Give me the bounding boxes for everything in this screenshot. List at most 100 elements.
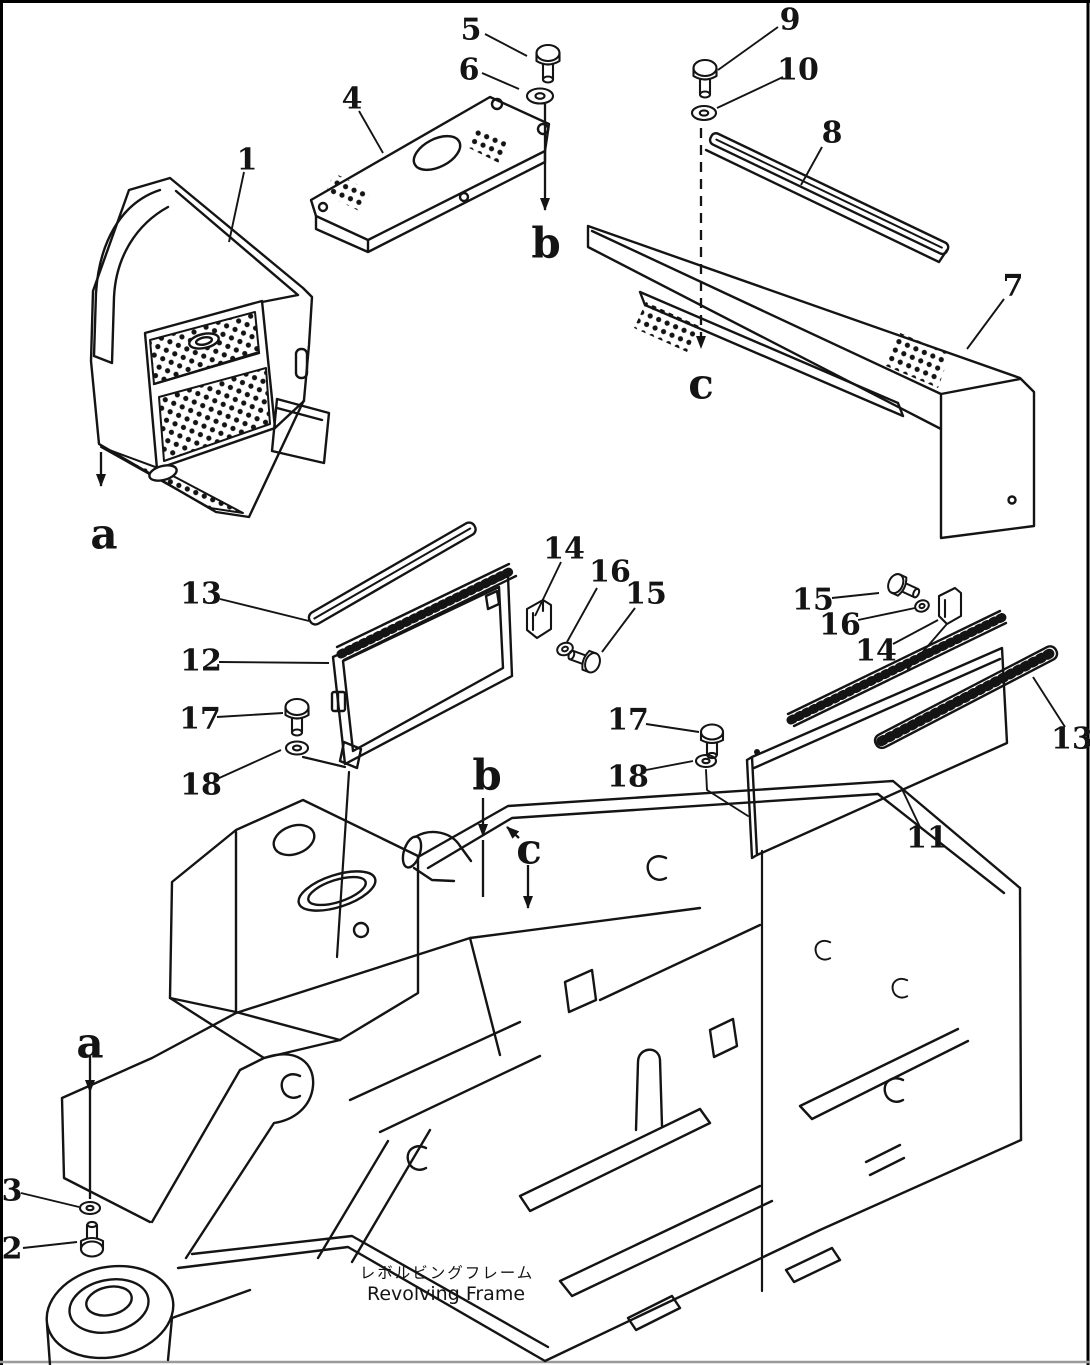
part-number: 17: [179, 702, 221, 737]
strip-13-left: [307, 521, 477, 626]
leader-line: [900, 786, 921, 828]
part-number: 6: [459, 53, 480, 88]
section-marker-a: a: [76, 1019, 104, 1199]
part-callout-7: 7: [966, 269, 1023, 350]
leader-line: [218, 661, 330, 664]
leader-line: [358, 110, 384, 154]
part-callout-8: 8: [800, 116, 842, 186]
leader-line: [645, 760, 694, 771]
part-callout-16: 16: [566, 555, 631, 643]
part-callout-15: 15: [601, 577, 667, 653]
part-number: 5: [461, 13, 482, 48]
section-marker-b: b: [472, 751, 502, 897]
section-arrow: [506, 826, 520, 839]
leader-line: [800, 146, 823, 186]
caption-english: Revolving Frame: [367, 1283, 525, 1305]
part-number: 13: [180, 577, 222, 612]
part-number: 2: [2, 1232, 23, 1267]
washer-10: [690, 104, 718, 122]
part-callout-17: 17: [179, 702, 284, 737]
leader-line: [484, 33, 528, 57]
part-callout-13: 13: [1032, 676, 1090, 757]
bracket-14-right: [937, 586, 963, 626]
part-callout-6: 6: [459, 53, 520, 90]
revolving-frame: [45, 779, 1023, 1365]
part-4-cover-plate: [309, 95, 551, 254]
leader-line: [1032, 676, 1066, 728]
elbow-detail: [401, 830, 473, 883]
part-number: 16: [819, 608, 861, 643]
section-letter: b: [531, 219, 560, 268]
part-number: 11: [906, 821, 948, 856]
leader-line: [216, 712, 284, 718]
section-letter: b: [472, 751, 501, 800]
section-letter: a: [76, 1019, 103, 1068]
part-callout-12: 12: [180, 644, 330, 679]
leader-line: [20, 1192, 80, 1208]
washer-3: [78, 1200, 102, 1216]
section-letter: c: [516, 825, 542, 874]
side-slot: [294, 347, 309, 380]
handrail: [92, 188, 170, 365]
part-callout-18: 18: [180, 749, 282, 803]
part-number: 15: [792, 583, 834, 618]
part-number: 10: [777, 53, 819, 88]
part-7-cover: [586, 224, 1036, 540]
swing-bearing-boss: [45, 1264, 252, 1365]
part-callout-4: 4: [342, 82, 384, 154]
part-number: 1: [237, 143, 258, 178]
section-letter: c: [688, 360, 714, 409]
cover-slot: [638, 290, 905, 418]
part-callout-2: 2: [2, 1232, 78, 1267]
part-callout-11: 11: [900, 786, 948, 856]
washer-18-right-link: [705, 769, 749, 817]
leader-line: [716, 76, 784, 109]
washer-18-left: [284, 740, 310, 756]
part-number: 16: [589, 555, 631, 590]
part-callout-14: 14: [534, 532, 585, 617]
part-12-cover-panel: [330, 562, 518, 770]
leader-line: [717, 26, 779, 71]
leader-line: [966, 298, 1005, 350]
bolt-17-left: [284, 697, 310, 737]
strip-13-right: [873, 645, 1059, 750]
section-marker-a: a: [90, 452, 118, 559]
part-number: 4: [342, 82, 363, 117]
part-callout-18: 18: [607, 760, 694, 795]
part-number: 14: [543, 532, 585, 567]
leader-line: [566, 587, 598, 643]
washer-16-right: [914, 599, 930, 613]
part-callout-15: 15: [792, 583, 880, 618]
side-flange: [270, 397, 331, 465]
part-11-side-cover: [745, 609, 1009, 860]
washer-6: [525, 87, 555, 105]
leader-line: [534, 561, 562, 617]
part-callout-16: 16: [819, 607, 916, 643]
assembly-lines: [301, 755, 764, 1293]
bolt-15-left: [567, 649, 601, 674]
part-callout-13: 13: [180, 577, 310, 622]
part-8-strip: [704, 132, 950, 264]
bolt-2: [79, 1220, 105, 1258]
leader-line: [892, 619, 939, 645]
leader-line: [645, 723, 700, 733]
part-number: 18: [607, 760, 649, 795]
washer-18-right: [694, 753, 718, 769]
section-letter: a: [90, 510, 117, 559]
section-marker-c: c: [688, 128, 714, 409]
section-marker-c: c: [506, 825, 542, 909]
leader-line: [481, 72, 520, 90]
part-callout-17: 17: [607, 703, 700, 738]
part-number: 18: [180, 768, 222, 803]
leader-line: [831, 592, 880, 599]
leader-line: [216, 749, 282, 780]
leader-line: [219, 598, 310, 622]
leader-line: [228, 171, 245, 243]
part-number: 14: [855, 634, 897, 669]
leader-line: [601, 607, 636, 653]
part-number: 12: [180, 644, 222, 679]
